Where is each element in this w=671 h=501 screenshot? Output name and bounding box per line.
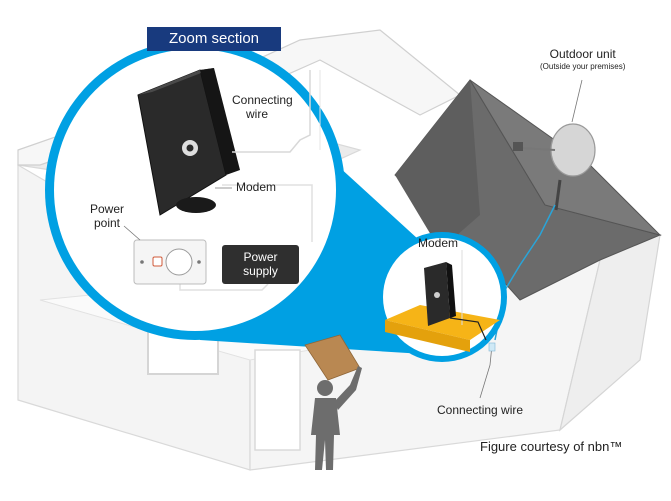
connecting-wire-bottom-label: Connecting wire (437, 403, 524, 417)
small-room (385, 250, 500, 352)
power-screw-right (197, 260, 201, 264)
power-switch (152, 256, 163, 267)
power-supply-box: Power supply (222, 245, 299, 284)
connecting-wire-zoom-line1: Connecting (232, 93, 293, 107)
person-body (311, 398, 340, 470)
connecting-wire-zoom-label: Connecting wire (232, 93, 293, 122)
power-supply-line1: Power (243, 250, 278, 264)
person-arm (334, 366, 362, 410)
small-shelf-front (385, 320, 470, 352)
outdoor-dish (513, 79, 596, 211)
bottom-wire-pointer (479, 344, 493, 399)
figure-credit: Figure courtesy of nbn™ (480, 439, 623, 454)
power-supply-line2: supply (243, 264, 278, 278)
dish-reflector (550, 123, 596, 177)
person-head (317, 380, 333, 396)
modem-zoom-label: Modem (236, 180, 277, 194)
small-modem-side (446, 262, 456, 318)
house-door (254, 349, 301, 451)
outdoor-unit-label: Outdoor unit (Outside your premises) (540, 47, 626, 71)
wall-socket-outside (488, 342, 496, 352)
power-point-line2: point (93, 215, 121, 230)
dish-mast (554, 179, 562, 211)
outdoor-label-leader (571, 79, 583, 123)
person (304, 334, 362, 470)
zoom-section-label: Zoom section (147, 27, 281, 51)
power-plug (165, 248, 193, 276)
roof-front-face (395, 80, 480, 250)
power-point-line1: Power (90, 202, 125, 216)
modem-side (200, 68, 240, 175)
dish-lnb (513, 142, 523, 151)
power-point-label: Power point (90, 202, 125, 231)
outdoor-unit-note: (Outside your premises) (540, 61, 626, 71)
modem-base (176, 197, 216, 213)
connecting-wire-zoom-line2: wire (246, 106, 269, 121)
small-shelf-top (385, 305, 500, 340)
power-screw-left (140, 260, 144, 264)
modem-small-label: Modem (418, 236, 459, 250)
power-point-leader (123, 225, 141, 241)
small-modem-logo (434, 292, 440, 298)
zoom-wire-power (222, 184, 313, 242)
dish-arm (519, 147, 556, 151)
zoom-contents (123, 68, 321, 291)
small-wire (449, 317, 487, 341)
modem-logo (182, 140, 198, 156)
modem-top (138, 68, 214, 95)
zoom-wire-top (232, 70, 311, 153)
outdoor-unit-title: Outdoor unit (549, 47, 616, 61)
